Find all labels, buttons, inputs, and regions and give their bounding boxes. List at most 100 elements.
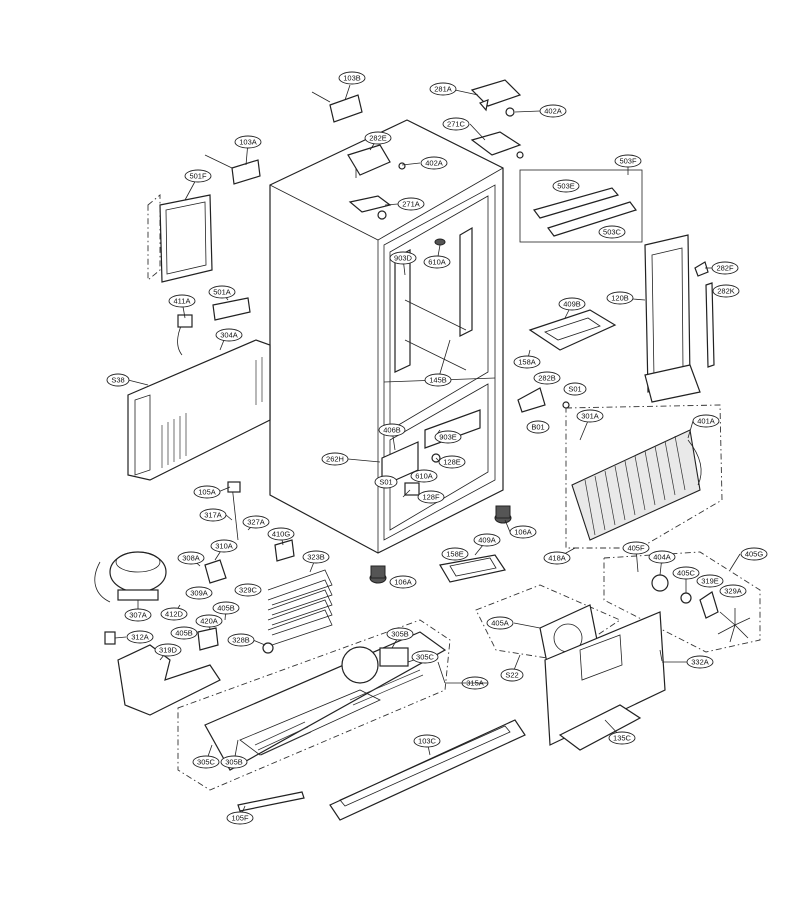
callout-c282b: 282B	[533, 371, 561, 385]
callout-c105f: 105F	[226, 811, 254, 825]
callout-c145b: 145B	[424, 373, 452, 387]
svg-text:262H: 262H	[326, 455, 344, 464]
svg-text:327A: 327A	[247, 518, 265, 527]
callout-c312a: 312A	[126, 630, 154, 644]
svg-text:405G: 405G	[745, 550, 764, 559]
svg-text:282K: 282K	[717, 287, 735, 296]
svg-text:405F: 405F	[627, 544, 645, 553]
callout-cs01b: S01	[374, 475, 398, 489]
svg-text:309A: 309A	[190, 589, 208, 598]
callout-c106a2: 106A	[389, 575, 417, 589]
callout-c501f: 501F	[184, 169, 212, 183]
svg-text:903E: 903E	[439, 433, 457, 442]
callout-cs01a: S01	[563, 382, 587, 396]
callout-c106a1: 106A	[509, 525, 537, 539]
svg-text:S22: S22	[505, 671, 518, 680]
callout-c405f: 405F	[622, 541, 650, 555]
svg-text:305C: 305C	[197, 758, 216, 767]
callout-c282f: 282F	[711, 261, 739, 275]
control-box-grille	[161, 357, 263, 468]
callout-c262h: 262H	[321, 452, 349, 466]
svg-text:103C: 103C	[418, 737, 437, 746]
compressor-area	[94, 481, 333, 716]
svg-text:106A: 106A	[514, 528, 532, 537]
callout-c420a: 420A	[195, 614, 223, 628]
svg-text:420A: 420A	[200, 617, 218, 626]
callout-c503c: 503C	[598, 225, 626, 239]
svg-text:404A: 404A	[653, 553, 671, 562]
callout-c406b: 406B	[378, 423, 406, 437]
refrigerator-cabinet	[269, 119, 512, 584]
callout-c503e: 503E	[552, 179, 580, 193]
fan-blades	[717, 608, 751, 643]
svg-text:903D: 903D	[394, 254, 413, 263]
svg-text:409A: 409A	[478, 536, 496, 545]
callout-c404a: 404A	[648, 550, 676, 564]
callout-c282k: 282K	[712, 284, 740, 298]
callout-c409a: 409A	[473, 533, 501, 547]
svg-text:103A: 103A	[239, 138, 257, 147]
callout-c317a: 317A	[199, 508, 227, 522]
svg-text:319D: 319D	[159, 646, 178, 655]
svg-text:405C: 405C	[677, 569, 696, 578]
svg-text:418A: 418A	[548, 554, 566, 563]
svg-text:310A: 310A	[215, 542, 233, 551]
svg-text:307A: 307A	[129, 611, 147, 620]
callout-c401a: 401A	[692, 414, 720, 428]
callout-c103a: 103A	[234, 135, 262, 149]
callout-c128f: 128F	[417, 490, 445, 504]
callout-c128e: 128E	[438, 455, 466, 469]
svg-text:301A: 301A	[581, 412, 599, 421]
svg-text:410G: 410G	[272, 530, 291, 539]
svg-text:120B: 120B	[611, 294, 629, 303]
callout-c405g: 405G	[740, 547, 768, 561]
callout-c503f: 503F	[614, 154, 642, 168]
svg-text:S01: S01	[568, 385, 581, 394]
callout-cs38: S38	[106, 373, 130, 387]
svg-text:402A: 402A	[425, 159, 443, 168]
svg-text:128E: 128E	[443, 458, 461, 467]
svg-text:401A: 401A	[697, 417, 715, 426]
svg-text:411A: 411A	[174, 297, 191, 306]
callout-c410g: 410G	[267, 527, 295, 541]
callout-c327a: 327A	[242, 515, 270, 529]
callout-c405a: 405A	[486, 616, 514, 630]
svg-text:308A: 308A	[182, 554, 200, 563]
svg-text:405B: 405B	[175, 629, 193, 638]
svg-text:106A: 106A	[394, 578, 412, 587]
svg-text:412D: 412D	[165, 610, 184, 619]
right-duct	[644, 234, 715, 403]
callout-c307a: 307A	[124, 608, 152, 622]
left-parts	[127, 194, 271, 481]
fan-assembly	[439, 554, 751, 751]
svg-text:503C: 503C	[603, 228, 622, 237]
callout-c405c1: 405C	[672, 566, 700, 580]
callout-c319d: 319D	[154, 643, 182, 657]
svg-text:409B: 409B	[563, 300, 581, 309]
callout-c405b2: 405B	[170, 626, 198, 640]
callout-c305c1: 305C	[411, 650, 439, 664]
callout-c323b: 323B	[302, 550, 330, 564]
svg-text:S38: S38	[111, 376, 124, 385]
callout-c305c2: 305C	[192, 755, 220, 769]
callout-c308a: 308A	[177, 551, 205, 565]
callout-c903d: 903D	[389, 251, 417, 265]
callout-c418a: 418A	[543, 551, 571, 565]
callout-c412d: 412D	[160, 607, 188, 621]
callout-c405b1: 405B	[212, 601, 240, 615]
callout-c103b: 103B	[338, 71, 366, 85]
svg-text:B01: B01	[531, 423, 544, 432]
svg-text:332A: 332A	[691, 658, 709, 667]
svg-text:135C: 135C	[613, 734, 632, 743]
evaporator-fins	[584, 435, 686, 536]
callout-c501a: 501A	[208, 285, 236, 299]
callout-c120b: 120B	[606, 291, 634, 305]
svg-text:328B: 328B	[232, 636, 250, 645]
callout-c319e: 319E	[696, 574, 724, 588]
top-right-box	[519, 169, 643, 243]
callout-c271a: 271A	[397, 197, 425, 211]
callout-c610a1: 610A	[423, 255, 451, 269]
top-hinges	[204, 79, 524, 220]
svg-text:610A: 610A	[428, 258, 446, 267]
